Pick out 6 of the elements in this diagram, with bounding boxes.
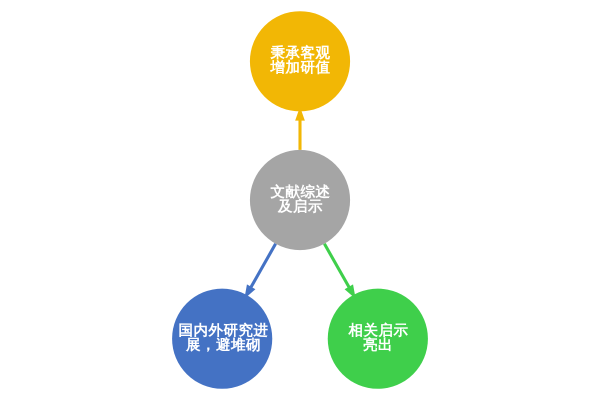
node-circle: 文献综述及启示 — [250, 150, 350, 250]
node-circle: 秉承客观增加研值 — [250, 11, 350, 112]
arrow — [244, 243, 277, 299]
node-circle: 国内外研究进展，避堆砌 — [172, 288, 272, 389]
node-circle: 相关启示亮出 — [328, 288, 428, 389]
arrow — [323, 243, 356, 299]
